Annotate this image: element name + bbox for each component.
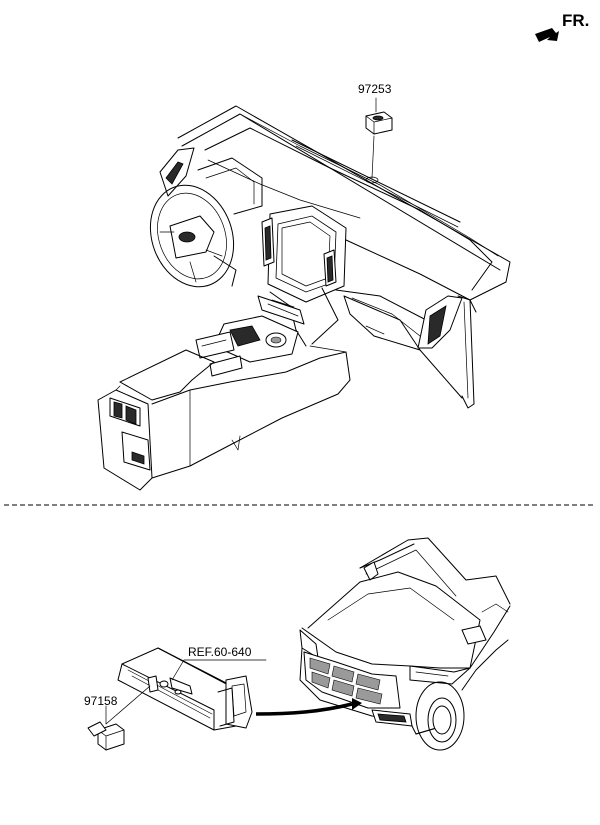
sensor-97158-leader (105, 685, 151, 725)
reference-leader (171, 659, 267, 681)
reference-label: REF.60-640 (188, 645, 252, 659)
fr-label: FR. (562, 11, 589, 30)
location-arrow-head (352, 698, 362, 710)
part-number-97158: 97158 (84, 694, 118, 708)
sensor-97158 (87, 721, 125, 751)
grille-mesh (309, 657, 383, 705)
sensor-97253 (365, 111, 393, 135)
bumper-beam-illustration (117, 647, 253, 731)
dashboard-illustration (97, 105, 511, 491)
vehicle-front-illustration (299, 537, 511, 751)
forward-arrow-icon (535, 28, 559, 42)
location-arrow (255, 702, 353, 716)
sensor-97253-location-line (371, 135, 375, 179)
part-number-97253: 97253 (358, 82, 392, 96)
